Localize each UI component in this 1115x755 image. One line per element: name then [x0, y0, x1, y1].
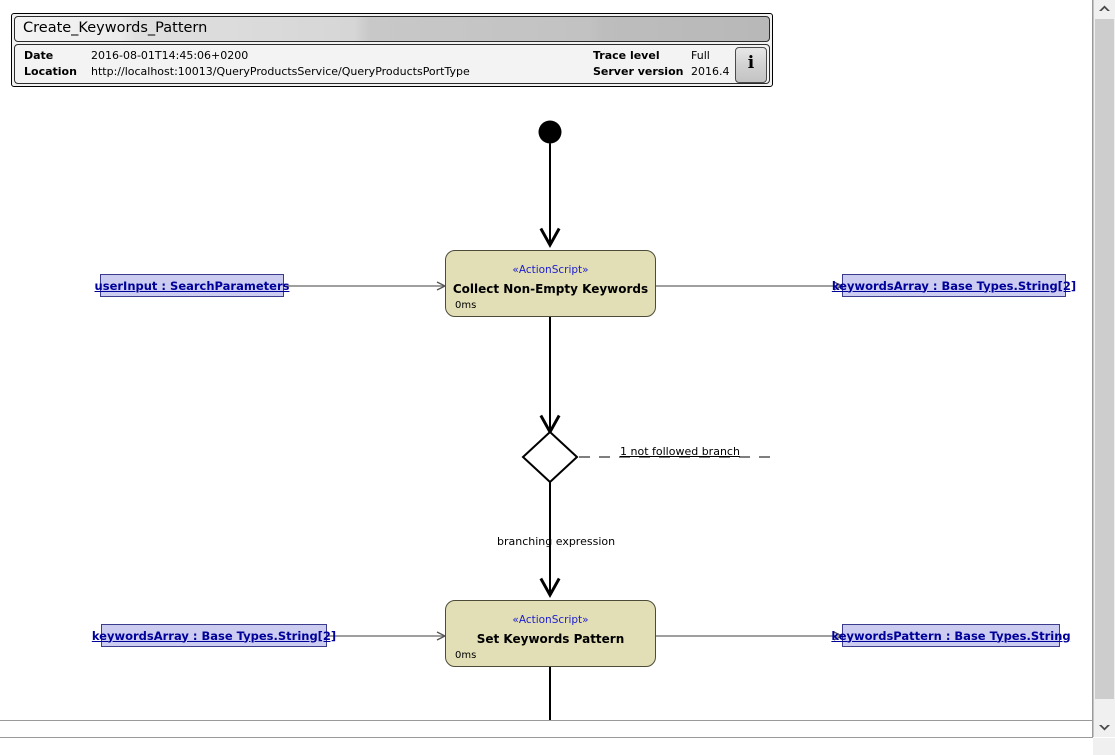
pin-label[interactable]: keywordsArray : Base Types.String[2] — [91, 628, 337, 643]
action-name: Set Keywords Pattern — [476, 632, 625, 646]
date-value: 2016-08-01T14:45:06+0200 — [91, 49, 249, 62]
server-version-value: 2016.4 — [691, 65, 730, 78]
action-duration: 0ms — [455, 650, 477, 661]
action-stereotype: «ActionScript» — [512, 264, 589, 276]
pin-label[interactable]: keywordsPattern : Base Types.String — [831, 628, 1071, 643]
trace-level-value: Full — [691, 49, 710, 62]
action-stereotype: «ActionScript» — [512, 614, 589, 626]
location-value: http://localhost:10013/QueryProductsServ… — [91, 65, 470, 78]
action-duration: 0ms — [455, 300, 477, 311]
pin-keywords-array-input[interactable]: keywordsArray : Base Types.String[2] — [92, 624, 336, 647]
initial-node — [538, 120, 562, 144]
chevron-down-icon — [1099, 725, 1110, 731]
scroll-up-button[interactable] — [1094, 0, 1115, 18]
branching-expression-label: branching expression — [497, 535, 616, 548]
action-name: Collect Non-Empty Keywords — [452, 282, 649, 296]
action-node-collect-non-empty-keywords[interactable]: «ActionScript» Collect Non-Empty Keyword… — [445, 250, 656, 317]
info-icon: i — [747, 53, 755, 73]
trace-info-bar: Date 2016-08-01T14:45:06+0200 Location h… — [14, 44, 770, 84]
vertical-scrollbar-thumb[interactable] — [1095, 19, 1114, 699]
trace-level-label: Trace level — [593, 49, 660, 62]
vertical-scrollbar[interactable] — [1093, 0, 1115, 737]
diagram-canvas[interactable]: Create_Keywords_Pattern Date 2016-08-01T… — [0, 0, 1093, 738]
pin-keywords-pattern-output[interactable]: keywordsPattern : Base Types.String — [831, 624, 1071, 647]
trace-title-bar: Create_Keywords_Pattern — [14, 16, 770, 42]
server-version-label: Server version — [593, 65, 684, 78]
location-label: Location — [24, 65, 77, 78]
date-label: Date — [24, 49, 54, 62]
pin-label[interactable]: keywordsArray : Base Types.String[2] — [831, 278, 1077, 293]
chevron-up-icon — [1099, 5, 1110, 11]
info-button[interactable]: i — [735, 47, 767, 83]
pin-user-input[interactable]: userInput : SearchParameters — [95, 274, 289, 297]
not-followed-branch-label[interactable]: 1 not followed branch — [620, 445, 740, 458]
pin-keywords-array-output[interactable]: keywordsArray : Base Types.String[2] — [832, 274, 1076, 297]
decision-node — [521, 430, 579, 484]
trace-header-panel: Create_Keywords_Pattern Date 2016-08-01T… — [11, 13, 773, 87]
page-title: Create_Keywords_Pattern — [23, 20, 208, 36]
action-node-set-keywords-pattern[interactable]: «ActionScript» Set Keywords Pattern 0ms — [445, 600, 656, 667]
horizontal-scrollbar[interactable] — [0, 720, 1092, 737]
scrollbar-corner — [1093, 738, 1115, 755]
scroll-down-button[interactable] — [1094, 719, 1115, 737]
pin-label[interactable]: userInput : SearchParameters — [94, 278, 290, 293]
